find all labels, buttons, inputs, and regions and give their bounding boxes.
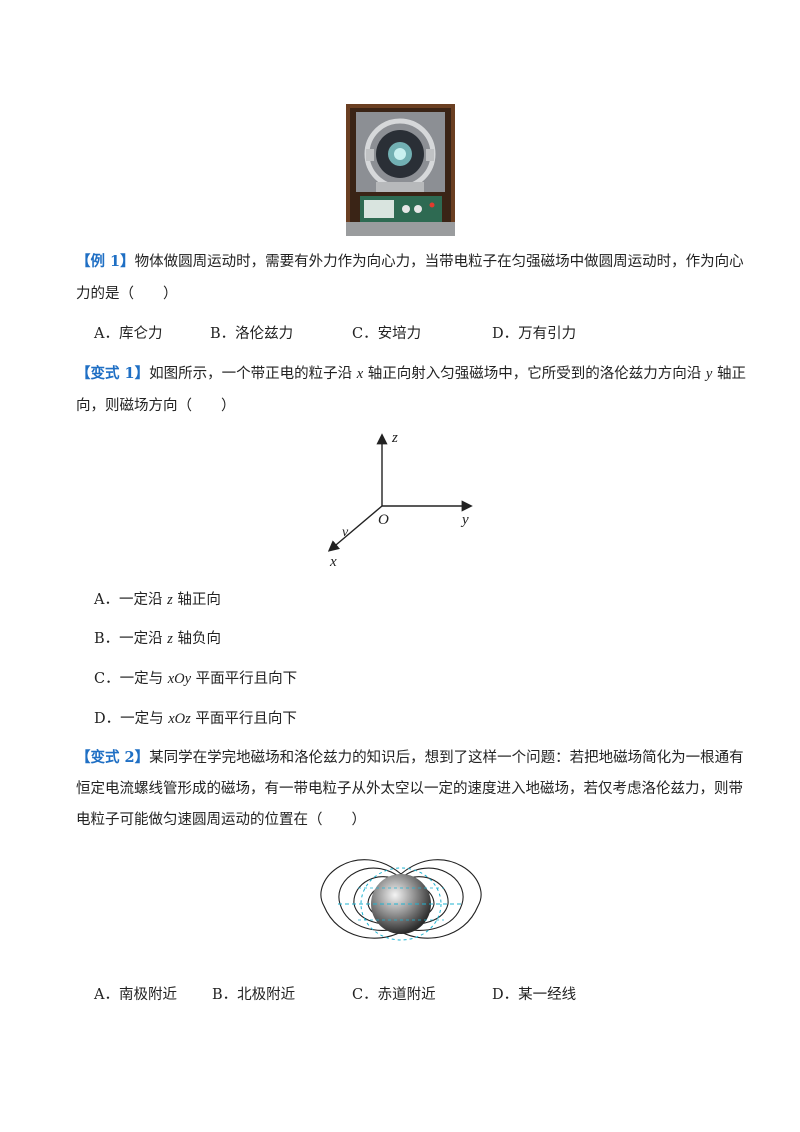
ex1-tag: 【例 1】 [76,253,135,270]
var2-option-b[interactable]: B．北极附近 [212,987,296,1003]
var1-option-b[interactable]: B．一定沿 z 轴负向 [94,631,222,647]
ex1-option-d[interactable]: D．万有引力 [492,326,577,342]
z-label: z [391,430,398,446]
ex1-line1: 【例 1】物体做圆周运动时，需要有外力作为向心力，当带电粒子在匀强磁场中做圆周运… [76,253,744,270]
ex1-line2: 力的是（ ） [76,286,178,302]
var2-line2: 恒定电流螺线管形成的磁场，有一带电粒子从外太空以一定的速度进入地磁场，若仅考虑洛… [76,781,743,797]
v-label: v [342,525,349,540]
x-label: x [329,554,337,570]
var2-line1: 【变式 2】某同学在学完地磁场和洛伦兹力的知识后，想到了这样一个问题：若把地磁场… [76,749,744,766]
ex1-option-a[interactable]: A．库仑力 [94,326,163,342]
axis-diagram: z y O v x [316,426,486,572]
var1-line2: 向，则磁场方向（ ） [76,398,236,414]
var2-line3: 电粒子可能做匀速圆周运动的位置在（ ） [76,812,366,828]
ex1-option-b[interactable]: B．洛伦兹力 [210,326,294,342]
var1-line1: 【变式 1】如图所示，一个带正电的粒子沿 x 轴正向射入匀强磁场中，它所受到的洛… [76,365,746,382]
var1-tag: 【变式 1】 [76,365,150,382]
x-axis [327,505,383,552]
var1-option-c[interactable]: C．一定与 xOy 平面平行且向下 [94,671,298,687]
var2-tag: 【变式 2】 [76,749,150,766]
var2-option-a[interactable]: A．南极附近 [94,987,177,1003]
var1-option-a[interactable]: A．一定沿 z 轴正向 [94,592,221,608]
ex1-option-c[interactable]: C．安培力 [352,326,422,342]
var1-option-d[interactable]: D．一定与 xOz 平面平行且向下 [94,711,297,727]
origin-label: O [378,512,389,528]
var2-option-d[interactable]: D．某一经线 [492,987,577,1003]
apparatus-photo [346,104,455,236]
var2-option-c[interactable]: C．赤道附近 [352,987,436,1003]
earth-field-diagram [318,848,484,958]
y-label: y [460,512,469,528]
